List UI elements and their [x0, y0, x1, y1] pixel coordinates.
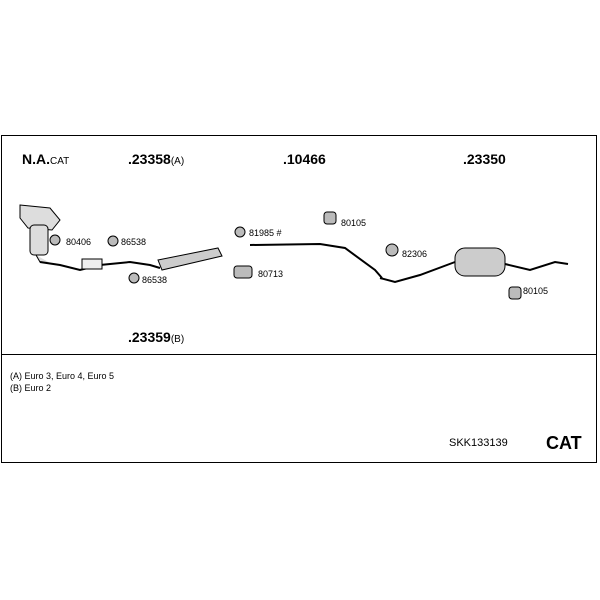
- part-82306: 82306: [402, 249, 428, 259]
- clamp-icons: [49, 211, 522, 300]
- note-a: (A) Euro 3, Euro 4, Euro 5: [10, 371, 115, 381]
- kit-code: SKK133139: [449, 437, 508, 449]
- label-23359: .23359(B): [128, 329, 185, 345]
- label-23358: .23358(A): [128, 151, 185, 167]
- label-na-cat: N.A.CAT: [22, 151, 70, 167]
- diagram-frame: [1, 135, 597, 463]
- manifold-catalyst: [19, 204, 61, 265]
- rear-silencer: [454, 247, 506, 277]
- cat-label: CAT: [546, 433, 582, 453]
- middle-silencer: [157, 247, 223, 271]
- part-81985: 81985 #: [249, 228, 282, 238]
- part-80105-a: 80105: [341, 218, 367, 228]
- part-86538-b: 86538: [142, 275, 168, 285]
- notes-divider: [1, 354, 597, 355]
- part-80406: 80406: [66, 237, 92, 247]
- label-23350: .23350: [463, 151, 506, 167]
- part-80713: 80713: [258, 269, 284, 279]
- label-10466: .10466: [283, 151, 326, 167]
- part-80105-b: 80105: [523, 286, 549, 296]
- rear-pipe: [379, 260, 569, 284]
- mid-pipe: [249, 242, 383, 279]
- part-86538-a: 86538: [121, 237, 147, 247]
- front-pipe: [39, 258, 161, 272]
- note-b: (B) Euro 2: [10, 383, 52, 393]
